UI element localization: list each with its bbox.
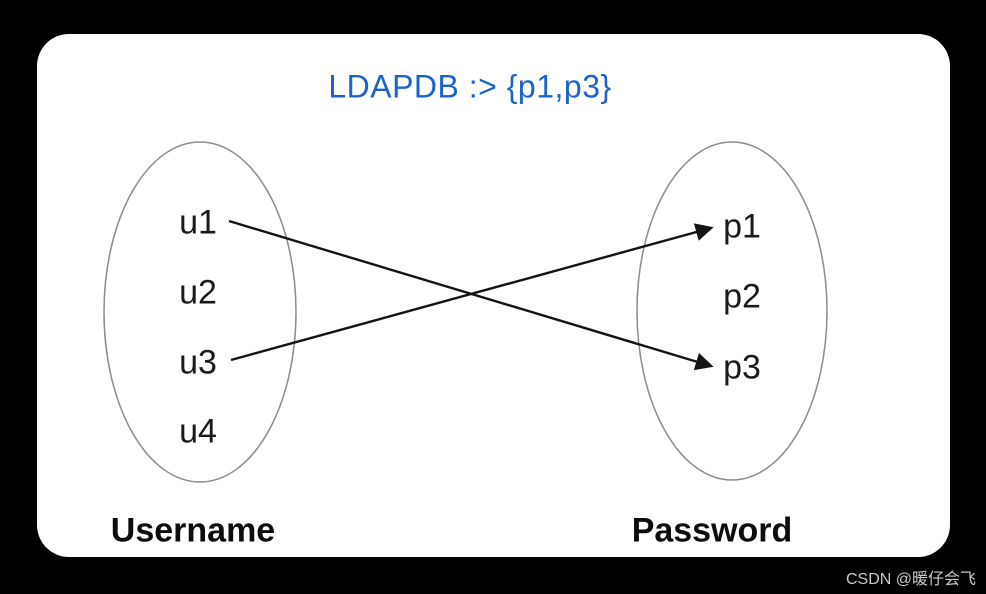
diagram-card (37, 34, 950, 557)
username-member-u4: u4 (179, 412, 217, 451)
username-member-u1: u1 (179, 203, 217, 242)
password-set-label: Password (631, 511, 793, 550)
password-member-p1: p1 (723, 207, 761, 246)
password-member-p3: p3 (723, 348, 761, 387)
diagram-title: LDAPDB :> {p1,p3} (328, 68, 612, 105)
password-member-p2: p2 (723, 277, 761, 316)
username-set-label: Username (110, 511, 276, 550)
watermark-text: CSDN @暖仔会飞 (845, 571, 976, 588)
username-member-u3: u3 (179, 343, 217, 382)
username-member-u2: u2 (179, 273, 217, 312)
